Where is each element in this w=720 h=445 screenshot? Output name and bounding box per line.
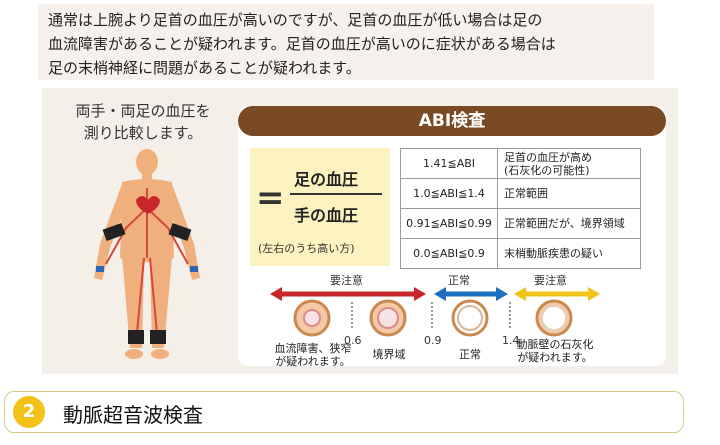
vessel-label-borderline: 境界域 bbox=[372, 348, 406, 361]
vessel-label-line: 血流障害、狭窄 bbox=[274, 342, 352, 355]
fraction-line bbox=[290, 193, 382, 195]
table-row: 0.91≦ABI≦0.99 正常範囲だが、境界領域 bbox=[400, 208, 641, 239]
formula-numerator: 足の血圧 bbox=[294, 170, 359, 189]
meaning-line: (石灰化の可能性) bbox=[504, 163, 590, 177]
vessel-label-line: 動脈壁の石灰化 bbox=[516, 338, 594, 351]
normal-label: 正常 bbox=[448, 274, 470, 287]
table-cell-meaning: 正常範囲 bbox=[497, 178, 641, 209]
human-body-illustration bbox=[94, 149, 200, 359]
section-heading-2: 2 動脈超音波検査 bbox=[4, 391, 684, 433]
intro-text: 通常は上腕より足首の血圧が高いのですが、足首の血圧が低い場合は足の 血流障害があ… bbox=[38, 4, 654, 80]
caption-line-2: 測り比較します。 bbox=[83, 124, 203, 142]
caution-label-right: 要注意 bbox=[534, 274, 567, 287]
abi-table: 1.41≦ABI 足首の血圧が高め (石灰化の可能性) 1.0≦ABI≦1.4 … bbox=[400, 148, 641, 269]
tick-label-0-9: 0.9 bbox=[424, 334, 442, 347]
caption-line-1: 両手・両足の血圧を bbox=[75, 102, 211, 120]
abi-scale: 要注意 正常 要注意 bbox=[238, 272, 666, 368]
caution-label-left: 要注意 bbox=[330, 274, 363, 287]
intro-line-3: 足の末梢神経に問題があることが疑われます。 bbox=[48, 59, 361, 77]
abi-figure: 両手・両足の血圧を 測り比較します。 ABI検査 = 足の血 bbox=[42, 88, 678, 374]
vessel-label-line: が疑われます。 bbox=[517, 351, 593, 364]
vessel-label-stenosis: 血流障害、狭窄 が疑われます。 bbox=[270, 342, 356, 368]
tick-label-0-6: 0.6 bbox=[344, 334, 362, 347]
table-cell-range: 0.91≦ABI≦0.99 bbox=[400, 208, 498, 239]
section-number-badge: 2 bbox=[13, 396, 45, 428]
abi-panel: ABI検査 = 足の血圧 手の血圧 (左右のうち高い方) 1.41≦ABI 足首… bbox=[238, 106, 666, 368]
table-cell-meaning: 正常範囲だが、境界領域 bbox=[497, 208, 641, 239]
vessel-label-normal: 正常 bbox=[459, 348, 481, 361]
table-cell-meaning: 末梢動脈疾患の疑い bbox=[497, 238, 641, 269]
vessel-label-line: が疑われます。 bbox=[275, 355, 351, 368]
abi-header: ABI検査 bbox=[238, 106, 666, 136]
table-cell-range: 1.0≦ABI≦1.4 bbox=[400, 178, 498, 209]
scale-arrows bbox=[270, 287, 600, 337]
meaning-line: 足首の血圧が高め bbox=[504, 150, 592, 164]
table-cell-range: 1.41≦ABI bbox=[400, 148, 498, 179]
intro-line-1: 通常は上腕より足首の血圧が高いのですが、足首の血圧が低い場合は足の bbox=[48, 11, 543, 29]
intro-line-2: 血流障害があることが疑われます。足首の血圧が高いのに症状がある場合は bbox=[48, 35, 556, 53]
table-cell-meaning: 足首の血圧が高め (石灰化の可能性) bbox=[497, 148, 641, 179]
figure-caption: 両手・両足の血圧を 測り比較します。 bbox=[58, 100, 228, 144]
equals-sign: = bbox=[256, 178, 285, 218]
heart-icon bbox=[136, 196, 160, 214]
table-row: 1.0≦ABI≦1.4 正常範囲 bbox=[400, 178, 641, 209]
table-row: 0.0≦ABI≦0.9 末梢動脈疾患の疑い bbox=[400, 238, 641, 269]
table-row: 1.41≦ABI 足首の血圧が高め (石灰化の可能性) bbox=[400, 148, 641, 179]
tick-label-1-4: 1.4 bbox=[502, 334, 520, 347]
table-cell-range: 0.0≦ABI≦0.9 bbox=[400, 238, 498, 269]
formula-denominator: 手の血圧 bbox=[294, 206, 359, 225]
vessel-label-calcification: 動脈壁の石灰化 が疑われます。 bbox=[510, 338, 600, 364]
section-title: 動脈超音波検査 bbox=[63, 403, 203, 427]
abi-formula: = 足の血圧 手の血圧 (左右のうち高い方) bbox=[250, 148, 390, 266]
formula-note: (左右のうち高い方) bbox=[258, 242, 355, 255]
